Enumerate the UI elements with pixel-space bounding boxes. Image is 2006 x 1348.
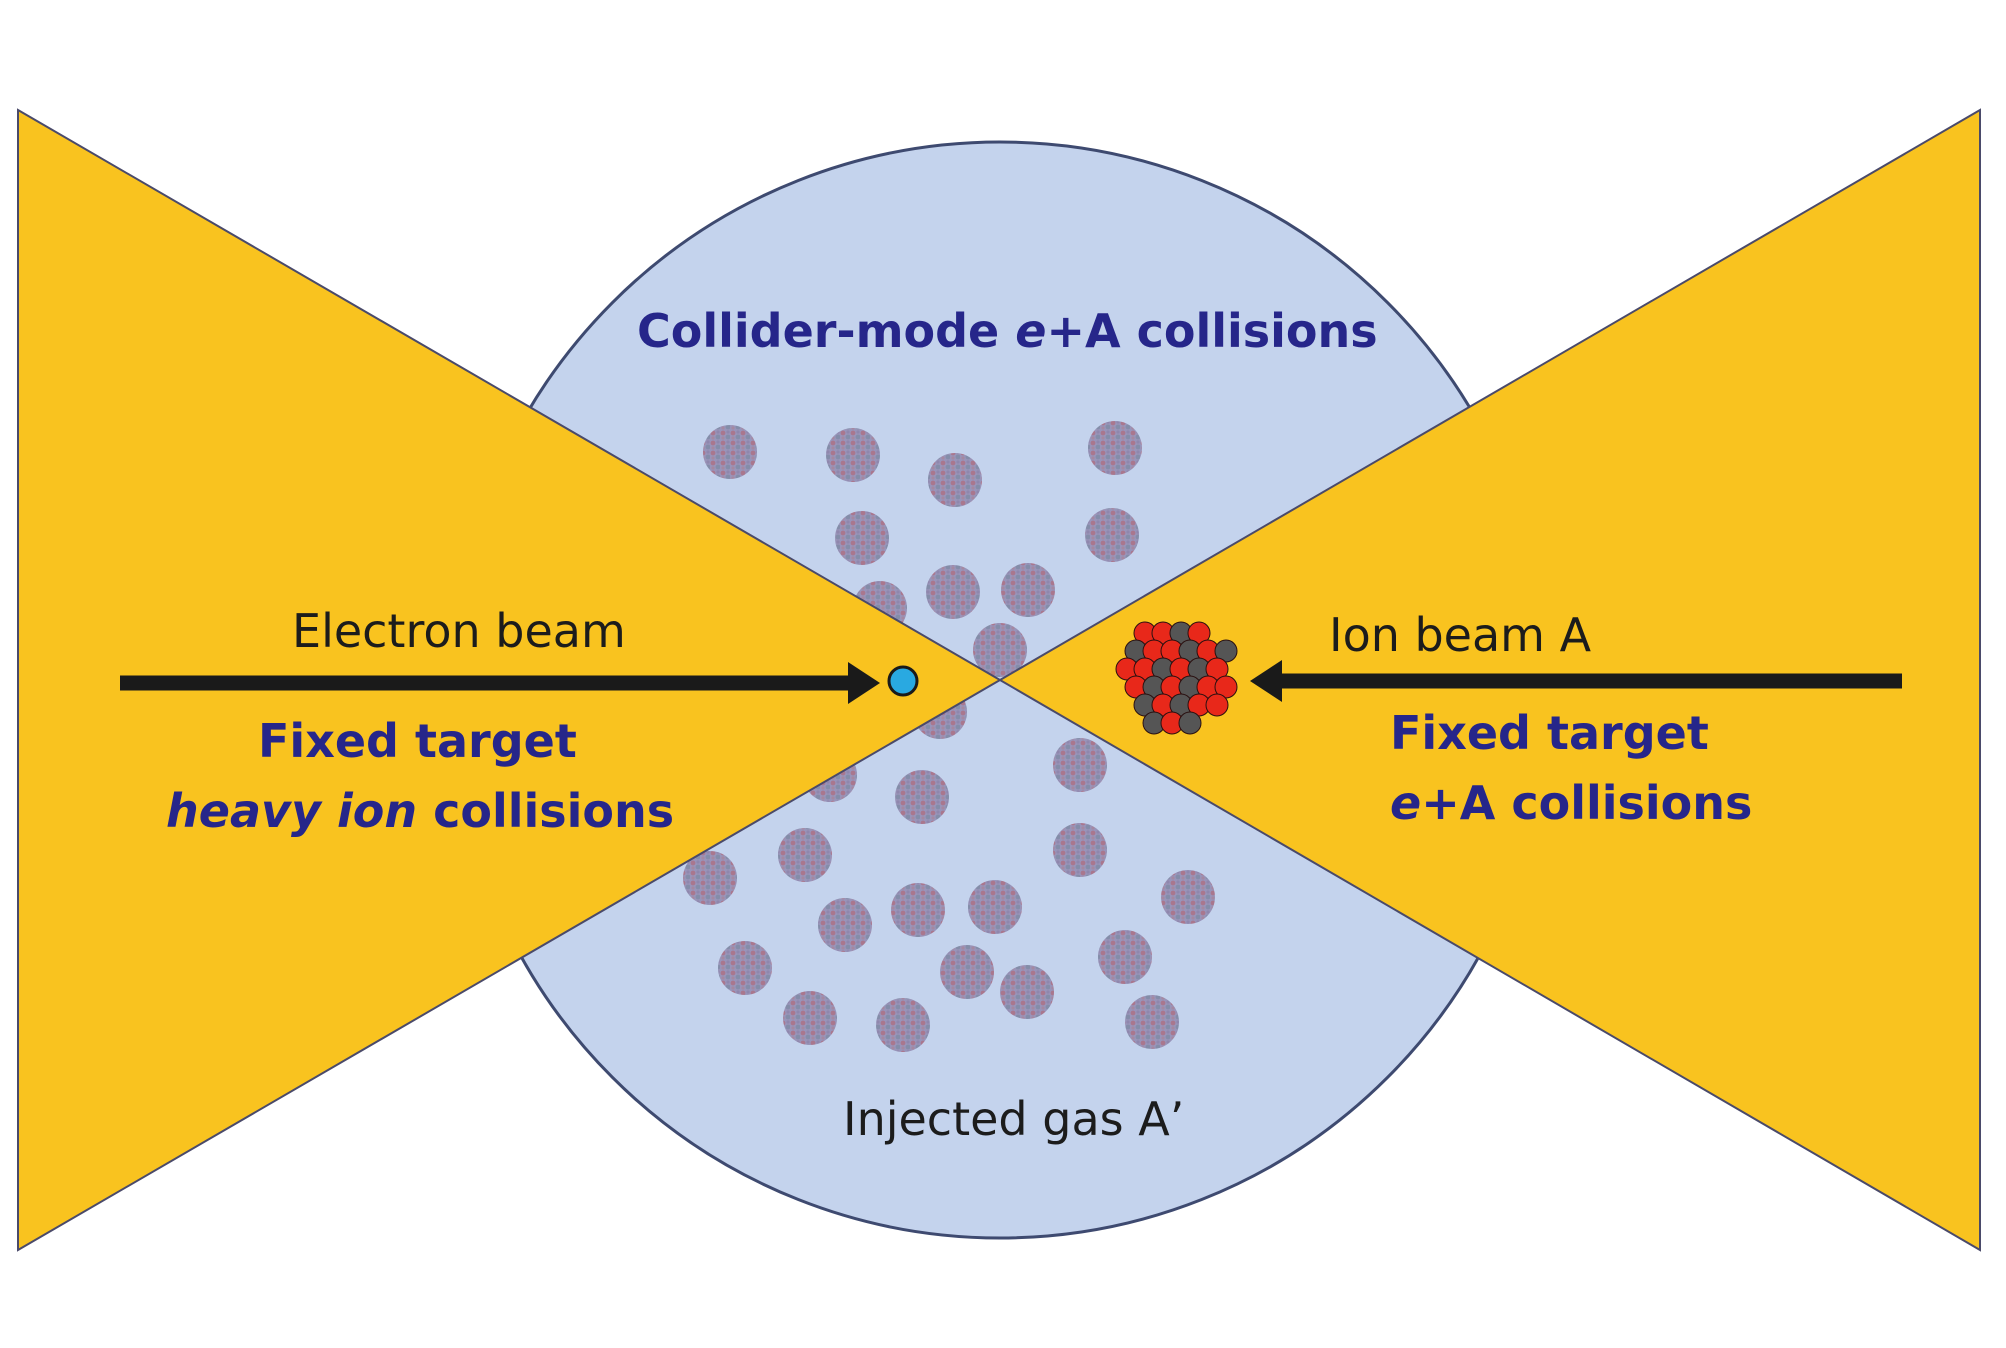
gas-nucleus-icon [818, 898, 872, 952]
fixed-target-right-line1: Fixed target [1390, 706, 1709, 760]
gas-nucleus-icon [895, 770, 949, 824]
gas-nucleus-icon [876, 998, 930, 1052]
gas-nucleus-icon [718, 941, 772, 995]
gas-nucleus-icon [1088, 421, 1142, 475]
gas-nucleus-icon [940, 945, 994, 999]
gas-nuclei-group [683, 421, 1215, 1052]
gas-nucleus-icon [778, 828, 832, 882]
gas-nucleus-icon [973, 623, 1027, 677]
gas-nucleus-icon [1001, 563, 1055, 617]
gas-nucleus-icon [1053, 823, 1107, 877]
gas-nucleus-icon [703, 425, 757, 479]
gas-nucleus-icon [826, 428, 880, 482]
nucleon [1178, 711, 1202, 735]
fixed-target-right-line2: e+A collisions [1390, 776, 1753, 830]
gas-nucleus-icon [968, 880, 1022, 934]
gas-nucleus-icon [683, 851, 737, 905]
gas-nucleus-icon [1161, 870, 1215, 924]
gas-nucleus-icon [1125, 995, 1179, 1049]
nucleon [1205, 693, 1229, 717]
gas-nucleus-icon [926, 565, 980, 619]
gas-nucleus-icon [928, 453, 982, 507]
gas-nucleus-icon [835, 511, 889, 565]
gas-nucleus-icon [891, 883, 945, 937]
fixed-target-left-line2: heavy ion collisions [166, 784, 675, 838]
heavy-nucleus-icon [1115, 621, 1238, 735]
ion-beam-label: Ion beam A [1329, 608, 1592, 662]
gas-nucleus-icon [1085, 508, 1139, 562]
injected-gas-label: Injected gas A’ [843, 1092, 1185, 1146]
collider-mode-label: Collider-mode e+A collisions [637, 304, 1378, 358]
gas-nucleus-icon [1098, 930, 1152, 984]
electron-beam-arrowhead [848, 662, 880, 704]
fixed-target-left-line1: Fixed target [258, 714, 577, 768]
ion-beam-arrowhead [1250, 660, 1282, 702]
electron-beam-label: Electron beam [292, 604, 626, 658]
gas-nucleus-icon [1053, 738, 1107, 792]
gas-nucleus-icon [1000, 965, 1054, 1019]
gas-nucleus-icon [783, 991, 837, 1045]
electron-dot-icon [887, 665, 919, 697]
